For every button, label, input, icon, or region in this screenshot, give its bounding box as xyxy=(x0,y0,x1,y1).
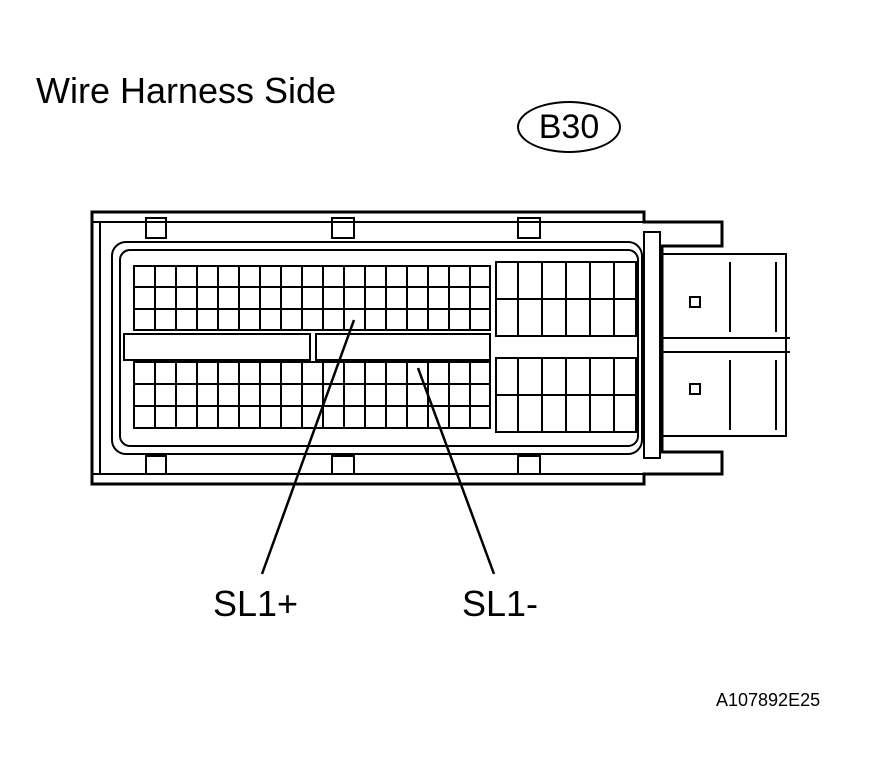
pin-grid-lower-left xyxy=(133,361,491,429)
leader-line-sl1-plus xyxy=(260,319,356,575)
pin-grid-upper-left xyxy=(133,265,491,331)
connector-id-label: B30 xyxy=(538,107,600,146)
pin-grid-lower-right xyxy=(495,357,637,433)
pin-grid-upper-right xyxy=(495,261,637,337)
connector-id-badge: B30 xyxy=(517,101,621,153)
pin-label-sl1-minus: SL1- xyxy=(462,583,539,624)
connector-housing xyxy=(90,210,790,486)
diagram-title: Wire Harness Side xyxy=(36,70,337,111)
leader-line-sl1-minus xyxy=(416,367,496,575)
pin-label-sl1-plus: SL1+ xyxy=(213,583,299,624)
figure-id: A107892E25 xyxy=(716,690,821,710)
